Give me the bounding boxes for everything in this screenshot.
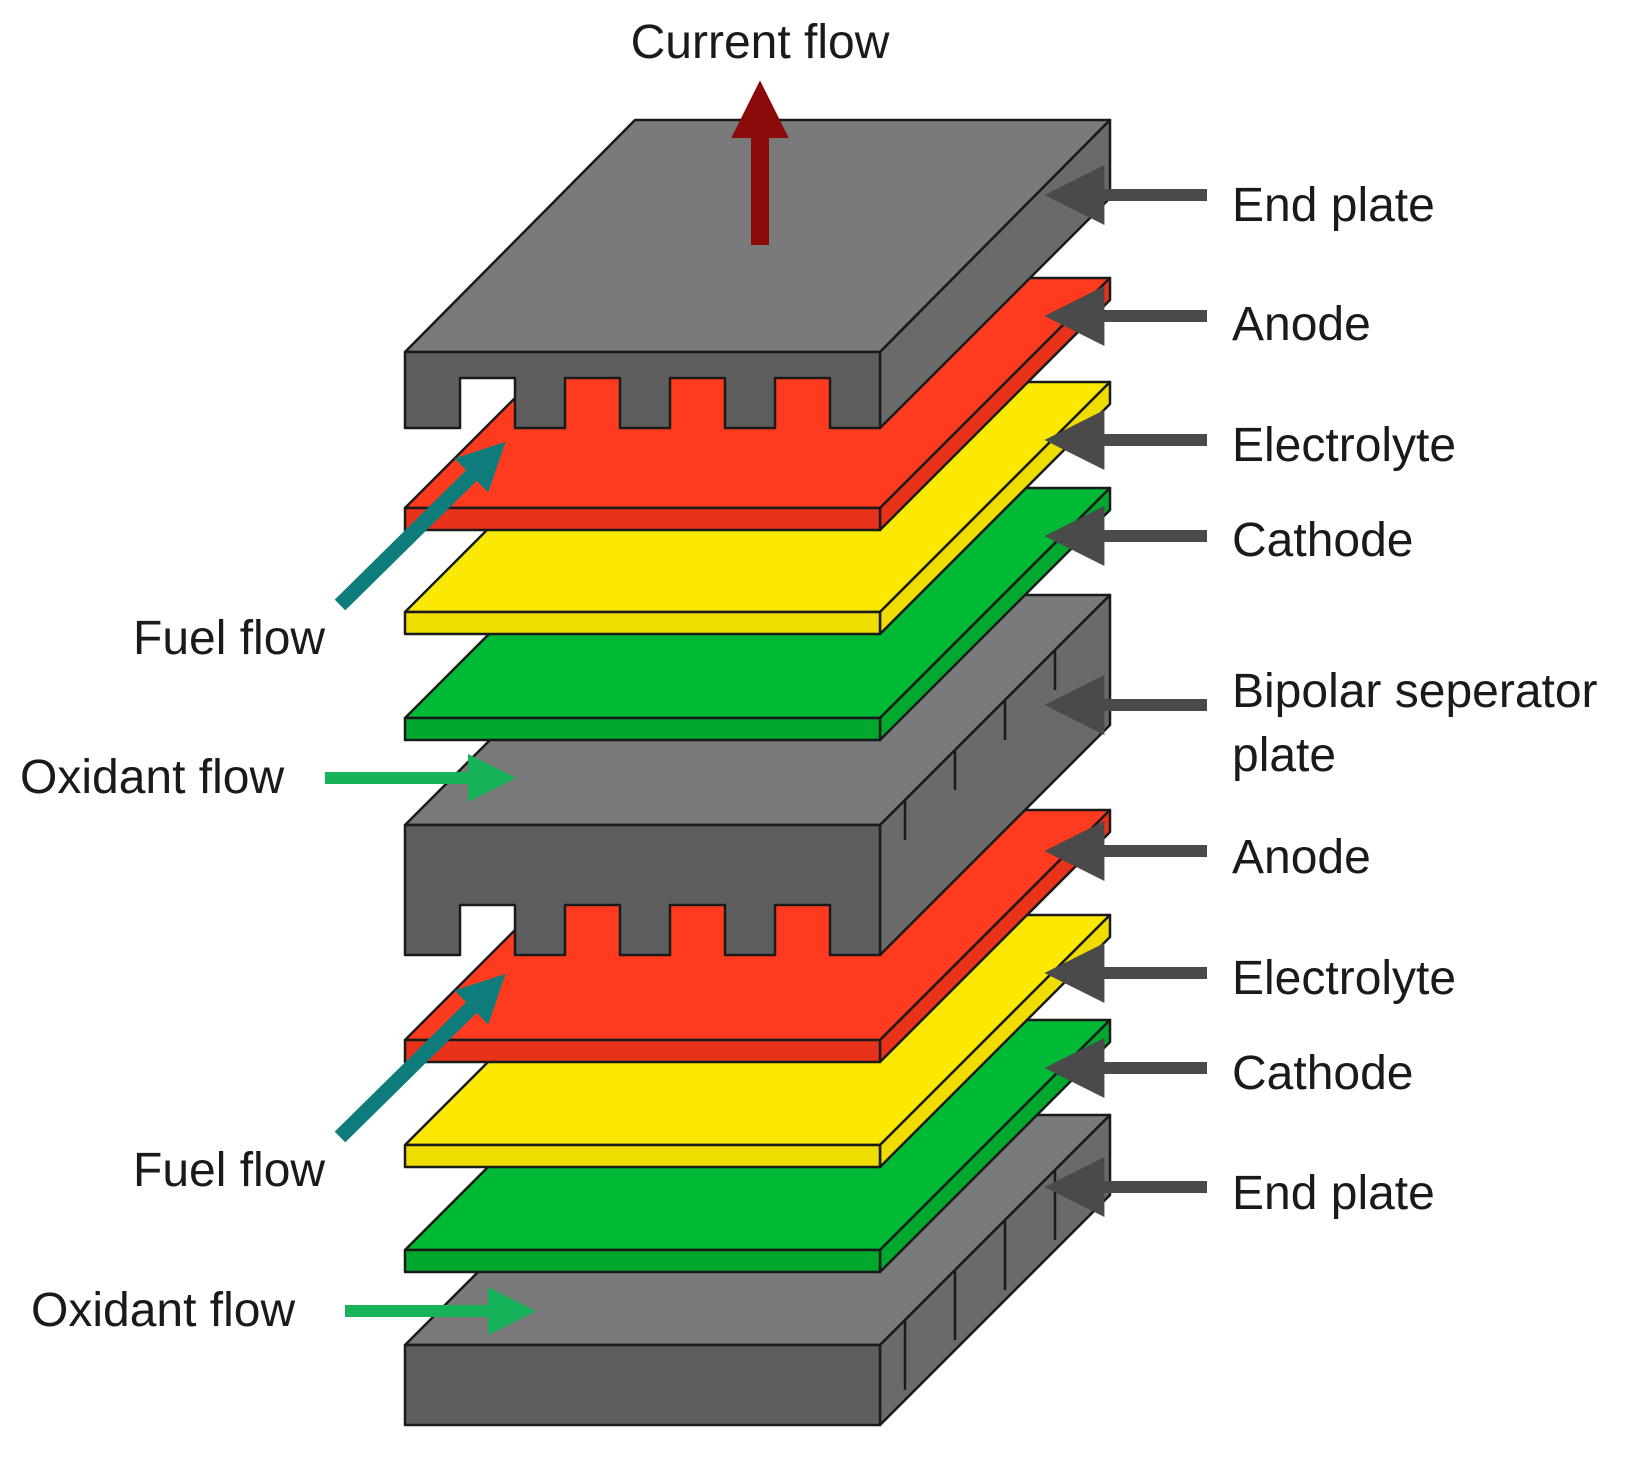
- bipolar-plate-label-line-2: plate: [1232, 729, 1336, 782]
- fuel-flow-2-label: Fuel flow: [133, 1144, 325, 1197]
- bipolar-plate-label-line-1: Bipolar seperator: [1232, 665, 1598, 718]
- lower-fuel-flow-arrow: [334, 973, 506, 1143]
- electrolyte-2-label: Electrolyte: [1232, 952, 1456, 1005]
- cathode-2-label: Cathode: [1232, 1047, 1413, 1100]
- end-plate-top-label: End plate: [1232, 179, 1435, 232]
- end-plate-bottom-label: End plate: [1232, 1167, 1435, 1220]
- anode-2-label: Anode: [1232, 831, 1371, 884]
- anode-1-label: Anode: [1232, 298, 1371, 351]
- label-pointer-arrows: [1044, 165, 1207, 1217]
- electrolyte-1-label: Electrolyte: [1232, 419, 1456, 472]
- fuel-flow-1-label: Fuel flow: [133, 612, 325, 665]
- current-flow-label: Current flow: [631, 16, 890, 69]
- oxidant-flow-1-label: Oxidant flow: [20, 751, 284, 804]
- cathode-1-label: Cathode: [1232, 514, 1413, 567]
- upper-fuel-flow-arrow: [334, 441, 506, 611]
- oxidant-flow-2-label: Oxidant flow: [31, 1284, 295, 1337]
